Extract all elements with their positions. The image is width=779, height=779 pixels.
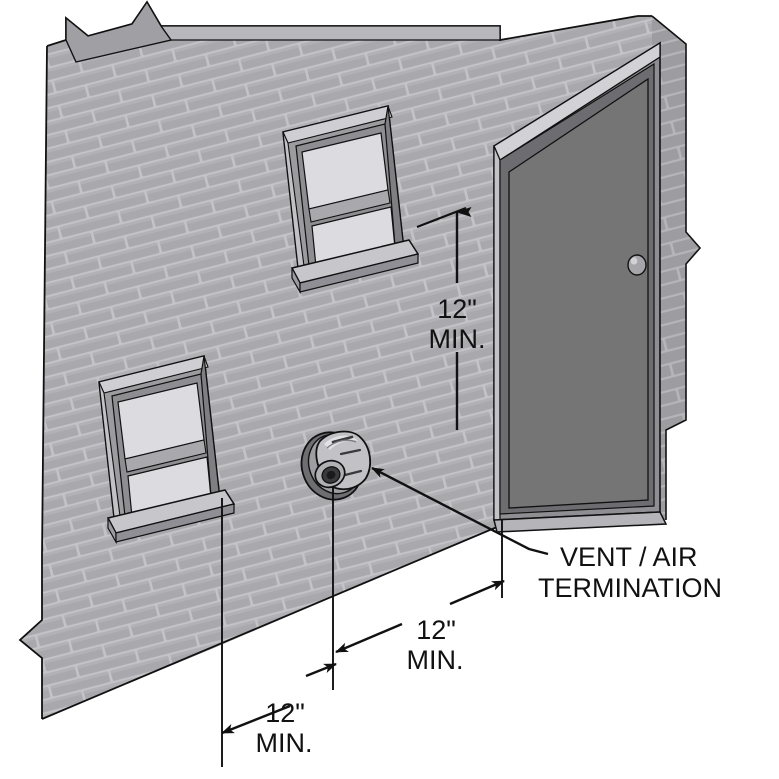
horizontal-clearance-left-dimension: 12" MIN. bbox=[221, 662, 337, 758]
upper-double-hung-window bbox=[282, 105, 420, 295]
callout-label-line1: VENT / AIR bbox=[560, 542, 698, 572]
hdim-left-value: 12" bbox=[265, 698, 305, 728]
lower-window-sill-edge bbox=[115, 503, 235, 543]
vent-air-termination-callout: VENT / AIR TERMINATION bbox=[371, 466, 722, 603]
vent-opening-core bbox=[326, 470, 336, 480]
vertical-dim-qualifier: MIN. bbox=[429, 324, 486, 354]
horizontal-clearance-right-dimension: 12" MIN. bbox=[335, 579, 505, 675]
lower-double-hung-window bbox=[98, 355, 236, 545]
wall-top-face bbox=[159, 25, 501, 41]
door-knob-highlight bbox=[630, 257, 638, 265]
door-panel bbox=[508, 77, 649, 509]
callout-label-line2: TERMINATION bbox=[538, 573, 722, 603]
hdim-right-arrow-segment-right bbox=[449, 579, 505, 606]
vent-louver-3 bbox=[343, 469, 363, 477]
vertical-clearance-dimension: 12" MIN. bbox=[416, 206, 486, 430]
callout-leader-line bbox=[371, 466, 549, 556]
wall-right-return bbox=[652, 16, 700, 520]
vent-rib bbox=[326, 439, 357, 449]
upper-window-meeting-rail bbox=[308, 189, 391, 223]
hdim-left-qualifier: MIN. bbox=[256, 728, 313, 758]
upper-window-sill-edge bbox=[299, 253, 419, 293]
exterior-door bbox=[493, 41, 668, 533]
vent-louver-2 bbox=[339, 448, 362, 456]
door-threshold bbox=[493, 511, 668, 533]
hdim-right-value: 12" bbox=[416, 615, 456, 645]
door-left-jamb-light bbox=[493, 145, 501, 521]
vent-hood-highlight bbox=[324, 435, 358, 450]
hdim-right-arrow-segment-left bbox=[335, 622, 403, 654]
lower-window-meeting-rail bbox=[124, 439, 207, 473]
wall-top-face-left bbox=[65, 0, 173, 63]
vertical-dim-value: 12" bbox=[437, 294, 477, 324]
wall-right-return-outline bbox=[651, 15, 702, 520]
wall-bottom-edge bbox=[41, 526, 498, 720]
hdim-left-arrow-segment-right bbox=[305, 662, 337, 678]
hdim-left-arrow-segment bbox=[221, 704, 291, 735]
vent-air-termination-cap bbox=[300, 430, 372, 501]
door-knob bbox=[627, 254, 647, 276]
vent-louver-1 bbox=[331, 435, 354, 444]
wall-left-break-edge bbox=[18, 45, 48, 719]
hdim-right-qualifier: MIN. bbox=[407, 645, 464, 675]
